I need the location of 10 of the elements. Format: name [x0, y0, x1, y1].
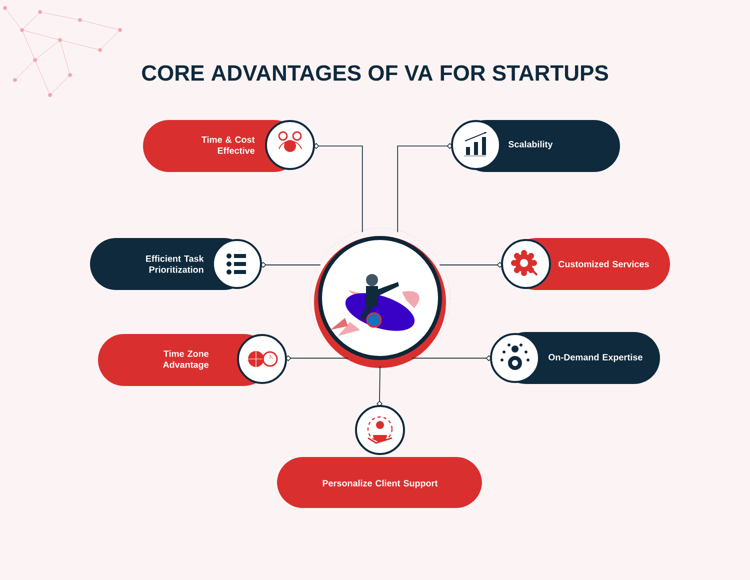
connector-line — [439, 262, 503, 268]
rocket-circle — [310, 228, 450, 368]
connector-line — [376, 366, 382, 407]
connector-line — [260, 262, 321, 268]
title: CORE ADVANTAGES OF VA FOR STARTUPS — [142, 65, 608, 81]
pill-box: Personalize Client Support — [277, 457, 482, 508]
connector-line — [313, 143, 363, 233]
connector-line — [285, 355, 348, 362]
connector-line — [397, 143, 453, 233]
connector-line — [412, 355, 492, 362]
